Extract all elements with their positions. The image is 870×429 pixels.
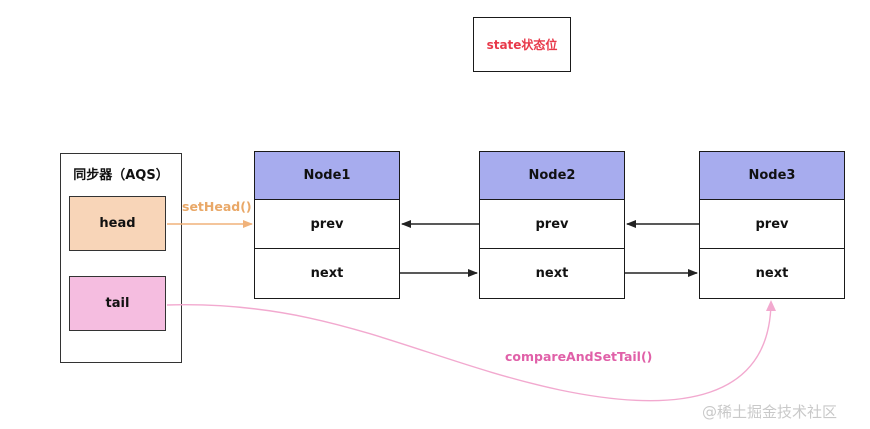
node-title: Node3 xyxy=(700,152,844,200)
head-label: head xyxy=(99,216,136,231)
node-prev: prev xyxy=(255,200,399,249)
node-next: next xyxy=(755,265,789,281)
aqs-synchronizer: 同步器（AQS） head tail xyxy=(60,153,182,363)
node-3: Node3 prev next xyxy=(699,151,845,299)
node-prev: prev xyxy=(700,200,844,249)
compare-and-set-tail-label: compareAndSetTail() xyxy=(505,349,653,364)
aqs-title: 同步器（AQS） xyxy=(73,168,169,183)
node-2: Node2 prev next xyxy=(479,151,625,299)
state-label: state状态位 xyxy=(486,38,558,52)
node-title: Node1 xyxy=(255,152,399,200)
watermark: @稀土掘金技术社区 xyxy=(702,403,838,421)
node-next: next xyxy=(535,265,569,281)
set-head-label: setHead() xyxy=(182,199,252,214)
node-1: Node1 prev next xyxy=(254,151,400,299)
compare-and-set-tail-arrow xyxy=(166,301,772,402)
tail-pointer: tail xyxy=(69,276,166,331)
state-box: state状态位 xyxy=(473,17,571,72)
node-prev: prev xyxy=(480,200,624,249)
head-pointer: head xyxy=(69,196,166,251)
compare-and-set-tail-arrowhead xyxy=(766,300,776,311)
node-next: next xyxy=(310,265,344,281)
tail-label: tail xyxy=(105,296,130,311)
node-title: Node2 xyxy=(480,152,624,200)
